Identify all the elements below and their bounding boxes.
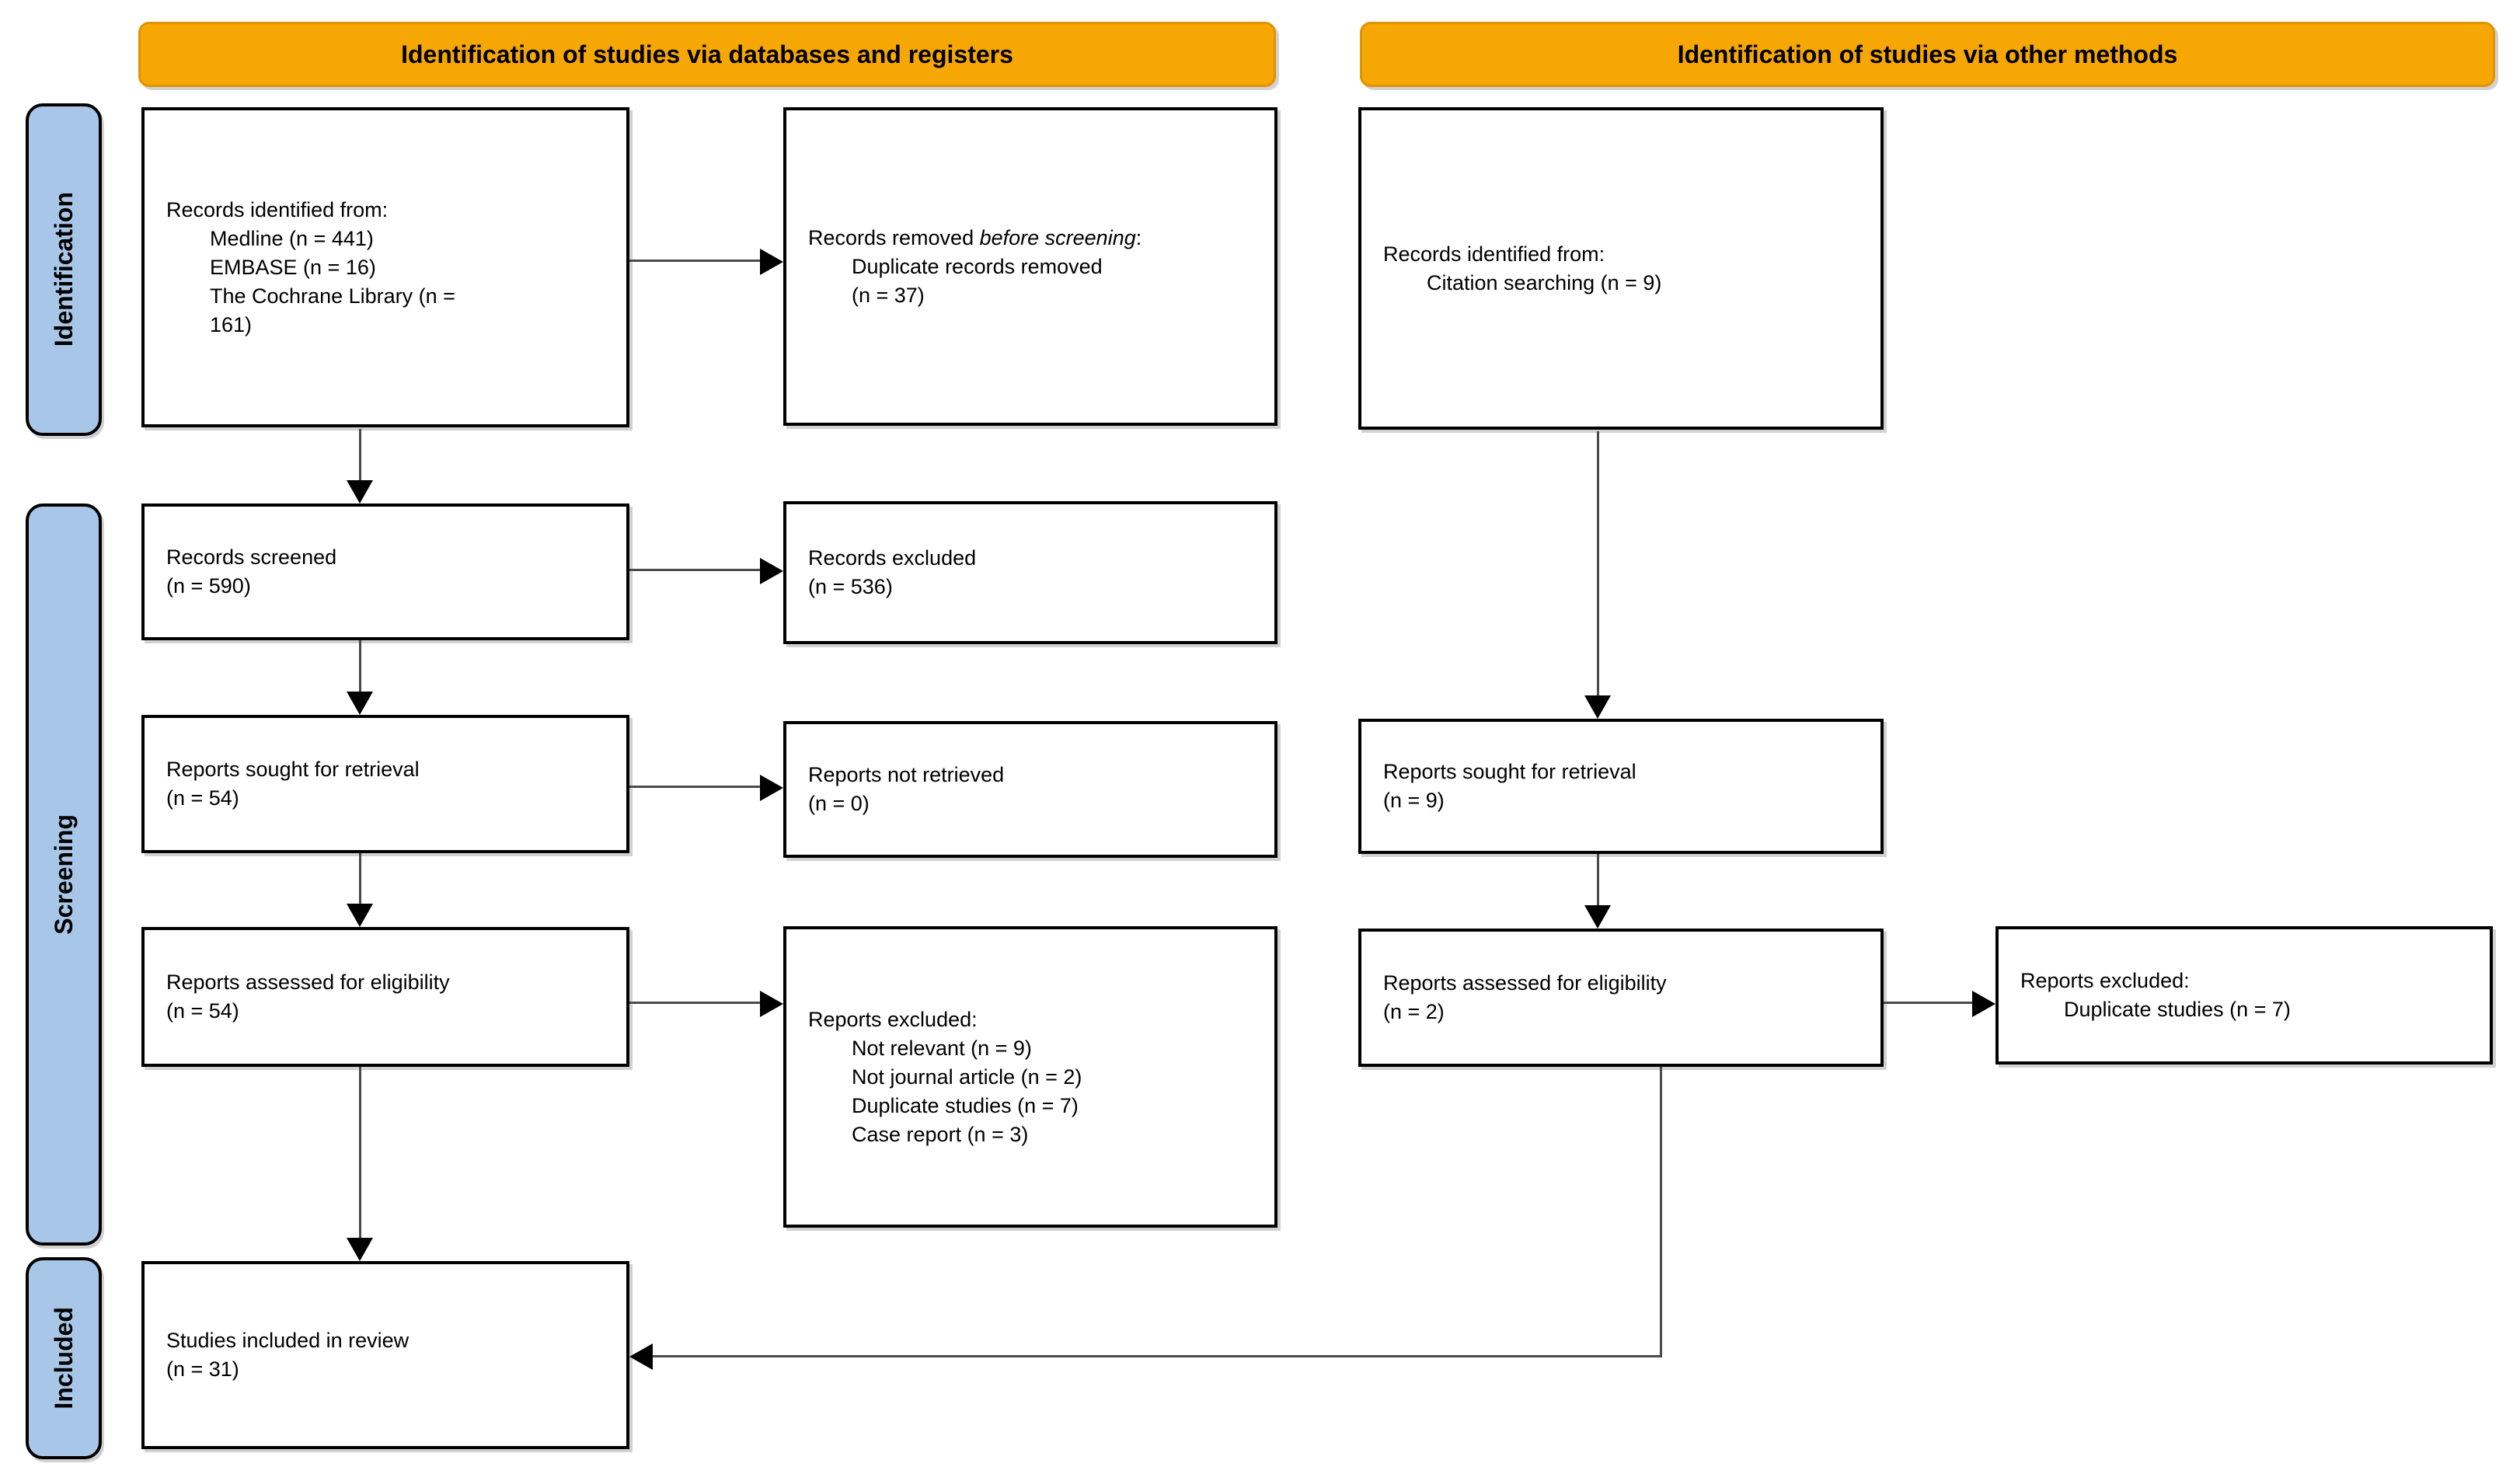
arrow-sought-to-notretrieved-line: [629, 786, 762, 788]
box-line1: Reports not retrieved: [808, 763, 1005, 786]
arrow-assessed-to-included-line: [359, 1067, 361, 1239]
box-lines: Not relevant (n = 9)Not journal article …: [852, 1036, 1082, 1146]
arrowhead-right-icon: [760, 775, 783, 801]
box-lines: Duplicate studies (n = 7): [2064, 998, 2291, 1021]
box-reports-assessed-databases: Reports assessed for eligibility (n = 54…: [141, 927, 629, 1067]
banner-other-methods: Identification of studies via other meth…: [1360, 22, 2495, 87]
box-line1: Records excluded: [808, 546, 977, 570]
arrow-assessed-other-to-included-hline: [653, 1355, 1662, 1357]
arrowhead-down-icon: [347, 904, 373, 927]
box-reports-sought-databases: Reports sought for retrieval (n = 54): [141, 715, 629, 853]
arrow-identified-to-screened-line: [359, 429, 361, 483]
banner-databases-label: Identification of studies via databases …: [401, 40, 1013, 68]
arrowhead-right-icon: [760, 249, 783, 275]
box-reports-assessed-other: Reports assessed for eligibility (n = 2): [1358, 929, 1884, 1067]
box-reports-excluded-other: Reports excluded: Duplicate studies (n =…: [1995, 926, 2493, 1065]
arrowhead-right-icon: [760, 558, 783, 584]
stage-screening: Screening: [26, 504, 102, 1246]
box-title: Records identified from:: [1383, 242, 1605, 266]
box-line2: (n = 54): [166, 999, 239, 1023]
box-reports-excluded-reasons: Reports excluded: Not relevant (n = 9)No…: [783, 926, 1277, 1228]
arrowhead-down-icon: [347, 1238, 373, 1261]
box-lines: Duplicate records removed(n = 37): [852, 254, 1103, 307]
box-lines: Medline (n = 441)EMBASE (n = 16)The Coch…: [210, 226, 455, 336]
box-studies-included: Studies included in review (n = 31): [141, 1261, 629, 1449]
box-title: Records removed before screening:: [808, 225, 1142, 249]
arrow-assessed-other-to-included-vline: [1660, 1067, 1662, 1357]
box-line1: Reports assessed for eligibility: [1383, 971, 1667, 995]
box-title: Reports excluded:: [808, 1007, 978, 1031]
arrowhead-down-icon: [1584, 905, 1611, 929]
stage-screening-label: Screening: [49, 814, 78, 935]
arrowhead-left-icon: [629, 1343, 653, 1370]
box-line1: Reports sought for retrieval: [1383, 760, 1636, 783]
arrowhead-right-icon: [760, 991, 783, 1017]
box-reports-sought-other: Reports sought for retrieval (n = 9): [1358, 719, 1884, 854]
box-line2: (n = 31): [166, 1357, 239, 1381]
box-records-removed-before-screening: Records removed before screening: Duplic…: [783, 107, 1277, 426]
banner-databases-registers: Identification of studies via databases …: [138, 22, 1276, 87]
arrowhead-down-icon: [347, 480, 373, 504]
box-line2: (n = 0): [808, 792, 870, 815]
arrow-screened-to-sought-line: [359, 640, 361, 693]
box-line1: Reports sought for retrieval: [166, 758, 420, 781]
arrow-assessed-other-to-excluded-line: [1884, 1002, 1974, 1004]
arrow-citation-to-sought-line: [1597, 431, 1599, 697]
arrow-sought-to-assessed-line: [359, 853, 361, 905]
box-reports-not-retrieved: Reports not retrieved (n = 0): [783, 721, 1277, 858]
box-line2: (n = 590): [166, 574, 251, 598]
arrow-sought-other-to-assessed-line: [1597, 854, 1599, 907]
box-line2: (n = 536): [808, 575, 893, 598]
arrow-assessed-to-excluded-line: [629, 1002, 762, 1004]
banner-other-label: Identification of studies via other meth…: [1677, 40, 2178, 68]
box-line1: Reports assessed for eligibility: [166, 970, 450, 994]
stage-included: Included: [26, 1257, 102, 1459]
box-lines: Citation searching (n = 9): [1427, 270, 1662, 294]
arrowhead-right-icon: [1972, 991, 1995, 1017]
box-line1: Studies included in review: [166, 1329, 410, 1352]
box-records-screened: Records screened (n = 590): [141, 504, 629, 640]
arrowhead-down-icon: [347, 692, 373, 715]
box-records-excluded: Records excluded (n = 536): [783, 501, 1277, 644]
stage-identification: Identification: [26, 103, 102, 436]
box-records-identified-other: Records identified from: Citation search…: [1358, 107, 1884, 430]
box-title: Reports excluded:: [2020, 969, 2190, 992]
box-line2: (n = 9): [1383, 789, 1445, 812]
box-records-identified-databases: Records identified from: Medline (n = 44…: [141, 107, 629, 427]
stage-included-label: Included: [49, 1307, 78, 1410]
box-line1: Records screened: [166, 545, 337, 569]
stage-identification-label: Identification: [49, 192, 78, 347]
box-line2: (n = 2): [1383, 1000, 1445, 1023]
arrow-identified-to-removed-line: [629, 260, 762, 262]
box-line2: (n = 54): [166, 786, 239, 810]
arrowhead-down-icon: [1584, 695, 1611, 719]
box-title: Records identified from:: [166, 197, 389, 221]
arrow-screened-to-excluded-line: [629, 569, 762, 571]
